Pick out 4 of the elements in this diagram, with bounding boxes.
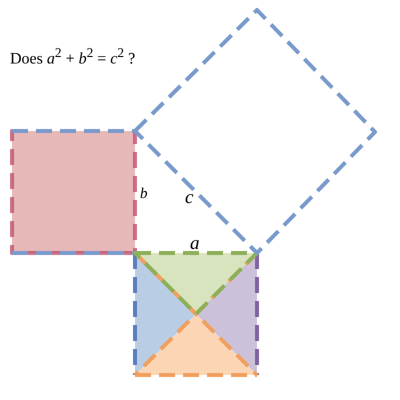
side-label: a — [190, 234, 200, 253]
question-text: Does a$^{2}$ + b$^{2}$ = c$^{2}$ ? — [10, 45, 136, 68]
side-label: b — [140, 187, 148, 202]
side-label: c — [185, 188, 194, 207]
